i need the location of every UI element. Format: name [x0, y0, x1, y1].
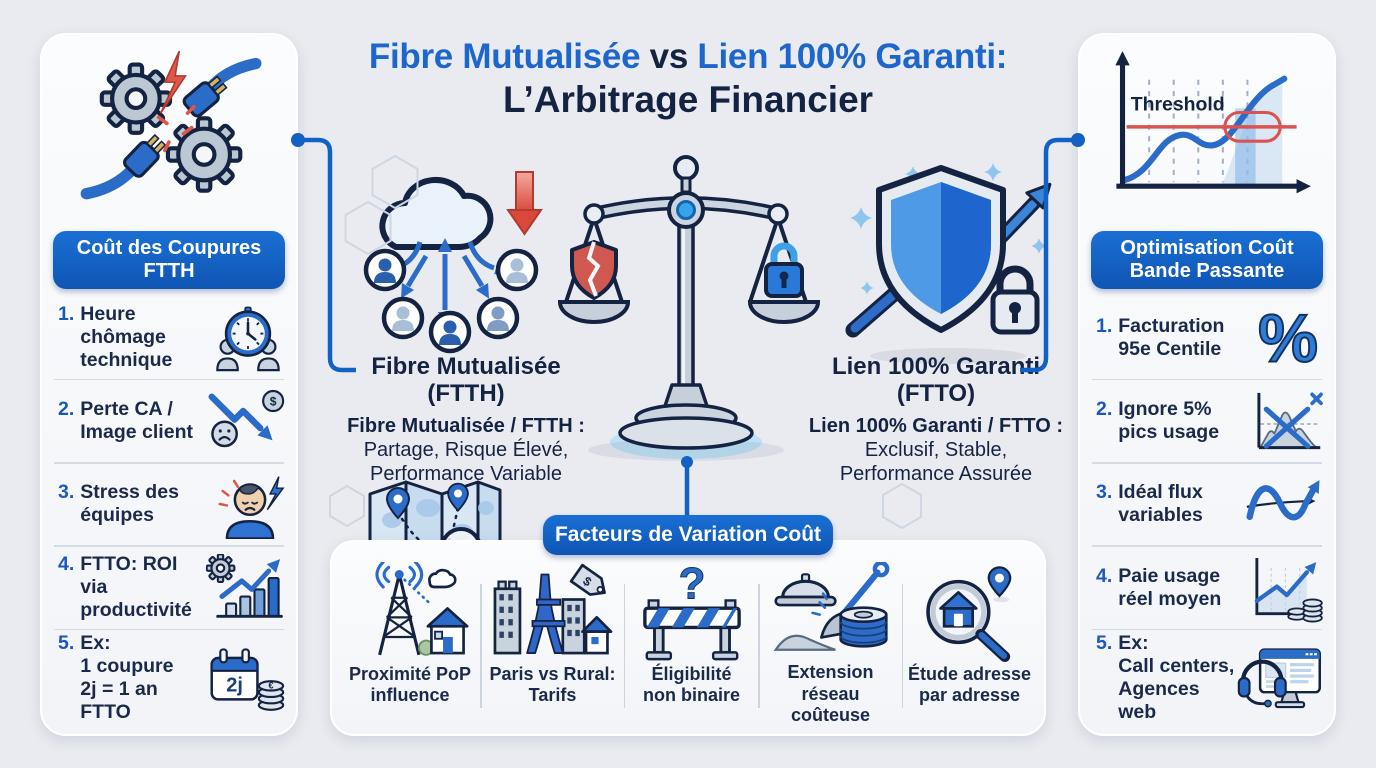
cloud-shared-users-icon	[363, 171, 543, 354]
broken-connection-gears-icon	[80, 50, 262, 200]
title-line2: L’Arbitrage Financier	[502, 79, 874, 121]
right-panel-header: Optimisation Coût Bande Passante	[1091, 231, 1323, 289]
magnifier-house-pin-icon	[925, 566, 1011, 662]
factor-item-2: $ Paris vs Rural:Tarifs	[482, 562, 624, 726]
svg-text:2j: 2j	[226, 675, 243, 697]
city-pricetag-icon: $	[493, 563, 612, 655]
construction-spool-icon	[773, 562, 889, 651]
threshold-chart-icon: Threshold	[1115, 51, 1311, 194]
divider	[54, 378, 284, 381]
divider	[901, 584, 903, 708]
balance-scale-icon	[557, 155, 820, 461]
divider	[1092, 378, 1322, 381]
shield-lock-icon	[845, 163, 1052, 364]
right-panel-card: Threshold Optimisation Coût Bande Passan…	[1078, 33, 1336, 736]
ftto-text-block: Lien 100% Garanti(FTTO) Lien 100% Garant…	[786, 353, 1086, 486]
stressed-person-icon	[218, 476, 285, 540]
pan-lock	[764, 242, 804, 298]
page-title: Fibre Mutualisée vs Lien 100% Garanti: L…	[308, 36, 1068, 122]
variable-wave-icon	[1246, 480, 1320, 521]
broken-shield	[570, 240, 618, 300]
divider	[1092, 545, 1322, 547]
revenue-loss-icon: $	[208, 390, 285, 448]
user-avatars	[363, 248, 539, 354]
divider	[623, 584, 625, 708]
bottom-banner: Facteurs de Variation Coût	[543, 515, 833, 555]
title-line1: Fibre Mutualisée vs Lien 100% Garanti:	[368, 37, 1008, 76]
usage-peaks-crossed-icon	[1257, 392, 1323, 450]
divider	[480, 584, 482, 708]
ftth-text-block: Fibre Mutualisée(FTTH) Fibre Mutualisée …	[316, 353, 616, 486]
divider	[1092, 628, 1322, 630]
left-panel-header: Coût des Coupures FTTH	[53, 231, 285, 289]
headset-monitor-icon	[1237, 648, 1321, 709]
ftth-heading: Fibre Mutualisée(FTTH)	[371, 353, 561, 407]
ftth-subtitle: Fibre Mutualisée / FTTH :	[347, 414, 585, 437]
svg-text:€: €	[268, 681, 273, 691]
divider	[54, 545, 284, 547]
divider	[1092, 462, 1322, 464]
svg-text:%: %	[1258, 302, 1318, 374]
calendar-coins-icon: 2j €	[210, 648, 285, 711]
divider	[54, 628, 284, 630]
padlock	[990, 265, 1040, 335]
clock-workers-icon	[216, 306, 280, 372]
percent-icon: %	[1257, 302, 1319, 374]
divider	[758, 584, 760, 708]
svg-text:?: ?	[678, 562, 705, 609]
ftto-heading: Lien 100% Garanti(FTTO)	[831, 353, 1041, 407]
average-usage-coins-icon	[1254, 557, 1323, 623]
opt-item-5: 5.Ex:Call centers,Agences web	[1080, 630, 1334, 726]
opt-item-2: 2.Ignore 5%pics usage	[1080, 380, 1334, 462]
svg-text:$: $	[270, 394, 277, 408]
productivity-chart-icon	[206, 553, 283, 618]
cost-item-2: 2.Perte CA /Image client $	[42, 380, 296, 462]
radio-tower-house-icon	[375, 562, 469, 656]
barrier-question-icon: ?	[642, 562, 741, 661]
divider	[54, 462, 284, 464]
threshold-label: Threshold	[1131, 93, 1225, 115]
ftto-subtitle: Lien 100% Garanti / FTTO :	[808, 414, 1064, 437]
